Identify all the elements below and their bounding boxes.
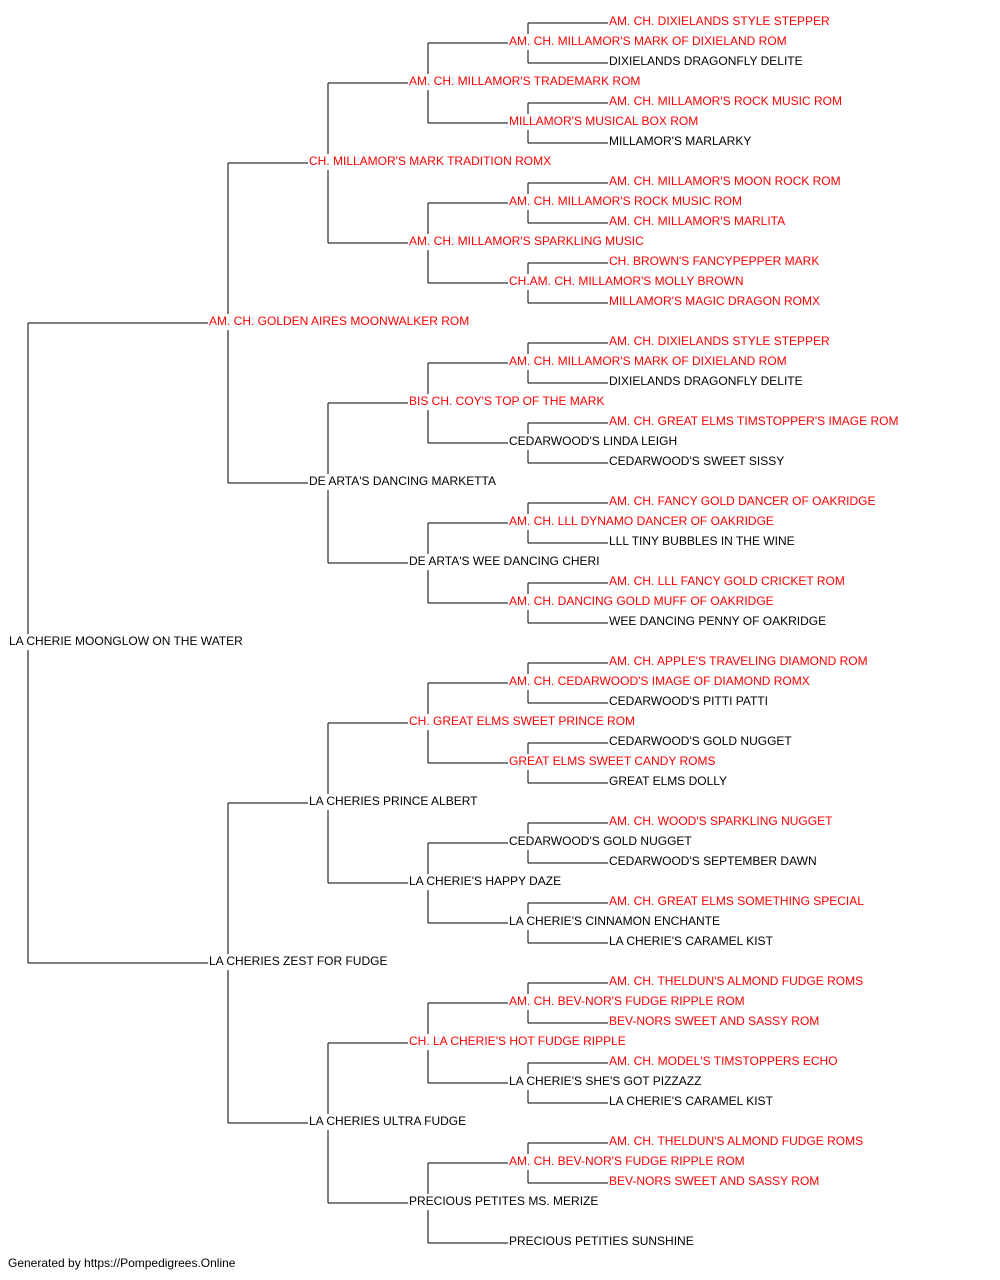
- ancestor-gen4-name: CH.AM. CH. MILLAMOR'S MOLLY BROWN: [508, 274, 745, 288]
- ancestor-gen4-name: LA CHERIE'S CINNAMON ENCHANTE: [508, 914, 721, 928]
- ancestor-gen5-name: AM. CH. MILLAMOR'S ROCK MUSIC ROM: [608, 94, 843, 108]
- ancestor-gen2-name: LA CHERIES PRINCE ALBERT: [308, 794, 479, 808]
- ancestor-gen1-name: LA CHERIES ZEST FOR FUDGE: [208, 954, 389, 968]
- ancestor-gen4-name: MILLAMOR'S MUSICAL BOX ROM: [508, 114, 700, 128]
- ancestor-gen3-name: DE ARTA'S WEE DANCING CHERI: [408, 554, 601, 568]
- ancestor-gen5-name: GREAT ELMS DOLLY: [608, 774, 729, 788]
- ancestor-gen3-name: CH. GREAT ELMS SWEET PRINCE ROM: [408, 714, 637, 728]
- ancestor-gen2-name: LA CHERIES ULTRA FUDGE: [308, 1114, 468, 1128]
- ancestor-gen5-name: CEDARWOOD'S SWEET SISSY: [608, 454, 786, 468]
- ancestor-gen5-name: DIXIELANDS DRAGONFLY DELITE: [608, 374, 804, 388]
- ancestor-gen4-name: LA CHERIE'S SHE'S GOT PIZZAZZ: [508, 1074, 703, 1088]
- ancestor-gen4-name: AM. CH. MILLAMOR'S ROCK MUSIC ROM: [508, 194, 743, 208]
- ancestor-gen4-name: AM. CH. DANCING GOLD MUFF OF OAKRIDGE: [508, 594, 775, 608]
- subject-name: LA CHERIE MOONGLOW ON THE WATER: [8, 634, 244, 648]
- ancestor-gen3-name: PRECIOUS PETITES MS. MERIZE: [408, 1194, 600, 1208]
- ancestor-gen5-name: BEV-NORS SWEET AND SASSY ROM: [608, 1174, 821, 1188]
- ancestor-gen5-name: MILLAMOR'S MARLARKY: [608, 134, 753, 148]
- ancestor-gen3-name: AM. CH. MILLAMOR'S SPARKLING MUSIC: [408, 234, 645, 248]
- ancestor-gen5-name: LLL TINY BUBBLES IN THE WINE: [608, 534, 796, 548]
- ancestor-gen5-name: AM. CH. GREAT ELMS SOMETHING SPECIAL: [608, 894, 865, 908]
- ancestor-gen4-name: AM. CH. CEDARWOOD'S IMAGE OF DIAMOND ROM…: [508, 674, 811, 688]
- ancestor-gen4-name: CEDARWOOD'S GOLD NUGGET: [508, 834, 693, 848]
- ancestor-gen4-name: AM. CH. BEV-NOR'S FUDGE RIPPLE ROM: [508, 1154, 746, 1168]
- ancestor-gen5-name: CEDARWOOD'S GOLD NUGGET: [608, 734, 793, 748]
- ancestor-gen5-name: LA CHERIE'S CARAMEL KIST: [608, 1094, 774, 1108]
- ancestor-gen5-name: AM. CH. THELDUN'S ALMOND FUDGE ROMS: [608, 1134, 865, 1148]
- ancestor-gen5-name: AM. CH. GREAT ELMS TIMSTOPPER'S IMAGE RO…: [608, 414, 900, 428]
- ancestor-gen5-name: DIXIELANDS DRAGONFLY DELITE: [608, 54, 804, 68]
- ancestor-gen5-name: AM. CH. DIXIELANDS STYLE STEPPER: [608, 14, 831, 28]
- ancestor-gen1-name: AM. CH. GOLDEN AIRES MOONWALKER ROM: [208, 314, 471, 328]
- ancestor-gen2-name: CH. MILLAMOR'S MARK TRADITION ROMX: [308, 154, 553, 168]
- ancestor-gen3-name: BIS CH. COY'S TOP OF THE MARK: [408, 394, 606, 408]
- ancestor-gen5-name: LA CHERIE'S CARAMEL KIST: [608, 934, 774, 948]
- ancestor-gen4-name: GREAT ELMS SWEET CANDY ROMS: [508, 754, 717, 768]
- ancestor-gen5-name: AM. CH. FANCY GOLD DANCER OF OAKRIDGE: [608, 494, 877, 508]
- ancestor-gen4-name: AM. CH. LLL DYNAMO DANCER OF OAKRIDGE: [508, 514, 775, 528]
- ancestor-gen4-name: CEDARWOOD'S LINDA LEIGH: [508, 434, 679, 448]
- ancestor-gen5-name: AM. CH. MILLAMOR'S MOON ROCK ROM: [608, 174, 842, 188]
- ancestor-gen5-name: MILLAMOR'S MAGIC DRAGON ROMX: [608, 294, 821, 308]
- ancestor-gen5-name: WEE DANCING PENNY OF OAKRIDGE: [608, 614, 828, 628]
- ancestor-gen4-name: AM. CH. BEV-NOR'S FUDGE RIPPLE ROM: [508, 994, 746, 1008]
- ancestor-gen5-name: AM. CH. THELDUN'S ALMOND FUDGE ROMS: [608, 974, 865, 988]
- ancestor-gen2-name: DE ARTA'S DANCING MARKETTA: [308, 474, 497, 488]
- ancestor-gen3-name: CH. LA CHERIE'S HOT FUDGE RIPPLE: [408, 1034, 627, 1048]
- ancestor-gen5-name: AM. CH. LLL FANCY GOLD CRICKET ROM: [608, 574, 846, 588]
- ancestor-gen4-name: PRECIOUS PETITIES SUNSHINE: [508, 1234, 695, 1248]
- ancestor-gen5-name: CEDARWOOD'S SEPTEMBER DAWN: [608, 854, 818, 868]
- ancestor-gen5-name: AM. CH. DIXIELANDS STYLE STEPPER: [608, 334, 831, 348]
- ancestor-gen5-name: CH. BROWN'S FANCYPEPPER MARK: [608, 254, 821, 268]
- ancestor-gen5-name: AM. CH. MILLAMOR'S MARLITA: [608, 214, 787, 228]
- ancestor-gen3-name: LA CHERIE'S HAPPY DAZE: [408, 874, 563, 888]
- ancestor-gen5-name: AM. CH. MODEL'S TIMSTOPPERS ECHO: [608, 1054, 839, 1068]
- ancestor-gen3-name: AM. CH. MILLAMOR'S TRADEMARK ROM: [408, 74, 642, 88]
- ancestor-gen5-name: BEV-NORS SWEET AND SASSY ROM: [608, 1014, 821, 1028]
- footer-credit: Generated by https://Pompedigrees.Online: [8, 1256, 236, 1270]
- ancestor-gen5-name: AM. CH. APPLE'S TRAVELING DIAMOND ROM: [608, 654, 869, 668]
- ancestor-gen5-name: AM. CH. WOOD'S SPARKLING NUGGET: [608, 814, 834, 828]
- ancestor-gen4-name: AM. CH. MILLAMOR'S MARK OF DIXIELAND ROM: [508, 34, 788, 48]
- ancestor-gen4-name: AM. CH. MILLAMOR'S MARK OF DIXIELAND ROM: [508, 354, 788, 368]
- ancestor-gen5-name: CEDARWOOD'S PITTI PATTI: [608, 694, 769, 708]
